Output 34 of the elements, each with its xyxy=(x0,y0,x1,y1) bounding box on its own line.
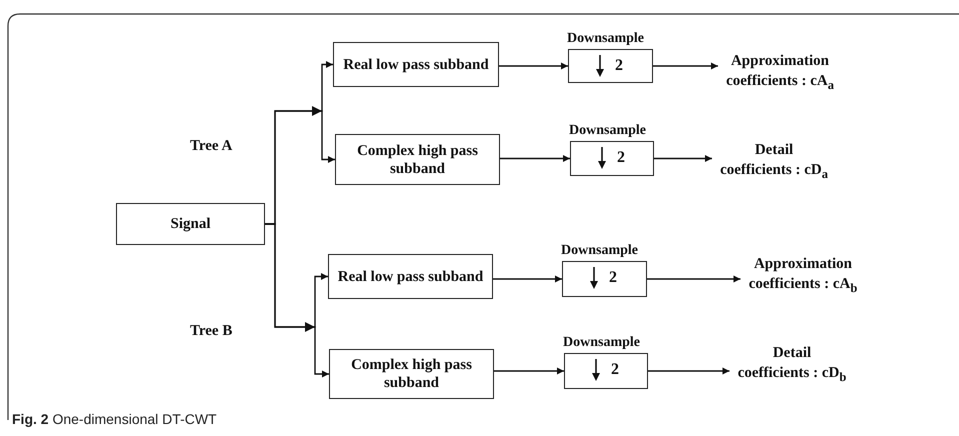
arrow xyxy=(647,276,740,282)
factor-label: 2 xyxy=(617,149,625,167)
box-label: Signal xyxy=(169,215,212,233)
arrow xyxy=(499,62,568,70)
tree-label: Tree A xyxy=(190,138,232,155)
box-label: Complex high pass subband xyxy=(350,356,473,392)
box-label: Complex high pass subband xyxy=(356,142,479,178)
output-text: Approximation coefficients : cA$_{a}$ xyxy=(724,51,836,95)
arrow xyxy=(500,155,570,162)
figure-caption: Fig. 2 One-dimensional DT-CWT xyxy=(12,411,217,427)
arrow xyxy=(265,223,329,378)
output-text: Approximation coefficients : cA$_{b}$ xyxy=(746,254,860,298)
arrow xyxy=(493,276,562,282)
arrow xyxy=(654,155,712,162)
box-label: Real low pass subband xyxy=(342,56,490,74)
factor-label: 2 xyxy=(615,57,623,75)
block-heading: Downsample xyxy=(569,123,646,139)
block-heading: Downsample xyxy=(567,31,644,47)
block-heading: Downsample xyxy=(563,335,640,351)
output-text: Detail coefficients : cD$_{b}$ xyxy=(736,343,848,387)
box-label: Real low pass subband xyxy=(336,268,484,286)
process-box xyxy=(333,42,499,87)
factor-label: 2 xyxy=(609,269,617,287)
process-box xyxy=(335,134,500,185)
block-heading: Downsample xyxy=(561,243,638,259)
tree-label: Tree B xyxy=(190,323,232,340)
process-box xyxy=(116,203,265,245)
process-box xyxy=(329,349,494,399)
output-text: Detail coefficients : cD$_{a}$ xyxy=(718,140,830,184)
factor-label: 2 xyxy=(611,361,619,379)
arrow xyxy=(653,62,718,70)
arrow xyxy=(648,368,730,374)
arrow xyxy=(494,368,564,374)
process-box xyxy=(328,254,493,299)
